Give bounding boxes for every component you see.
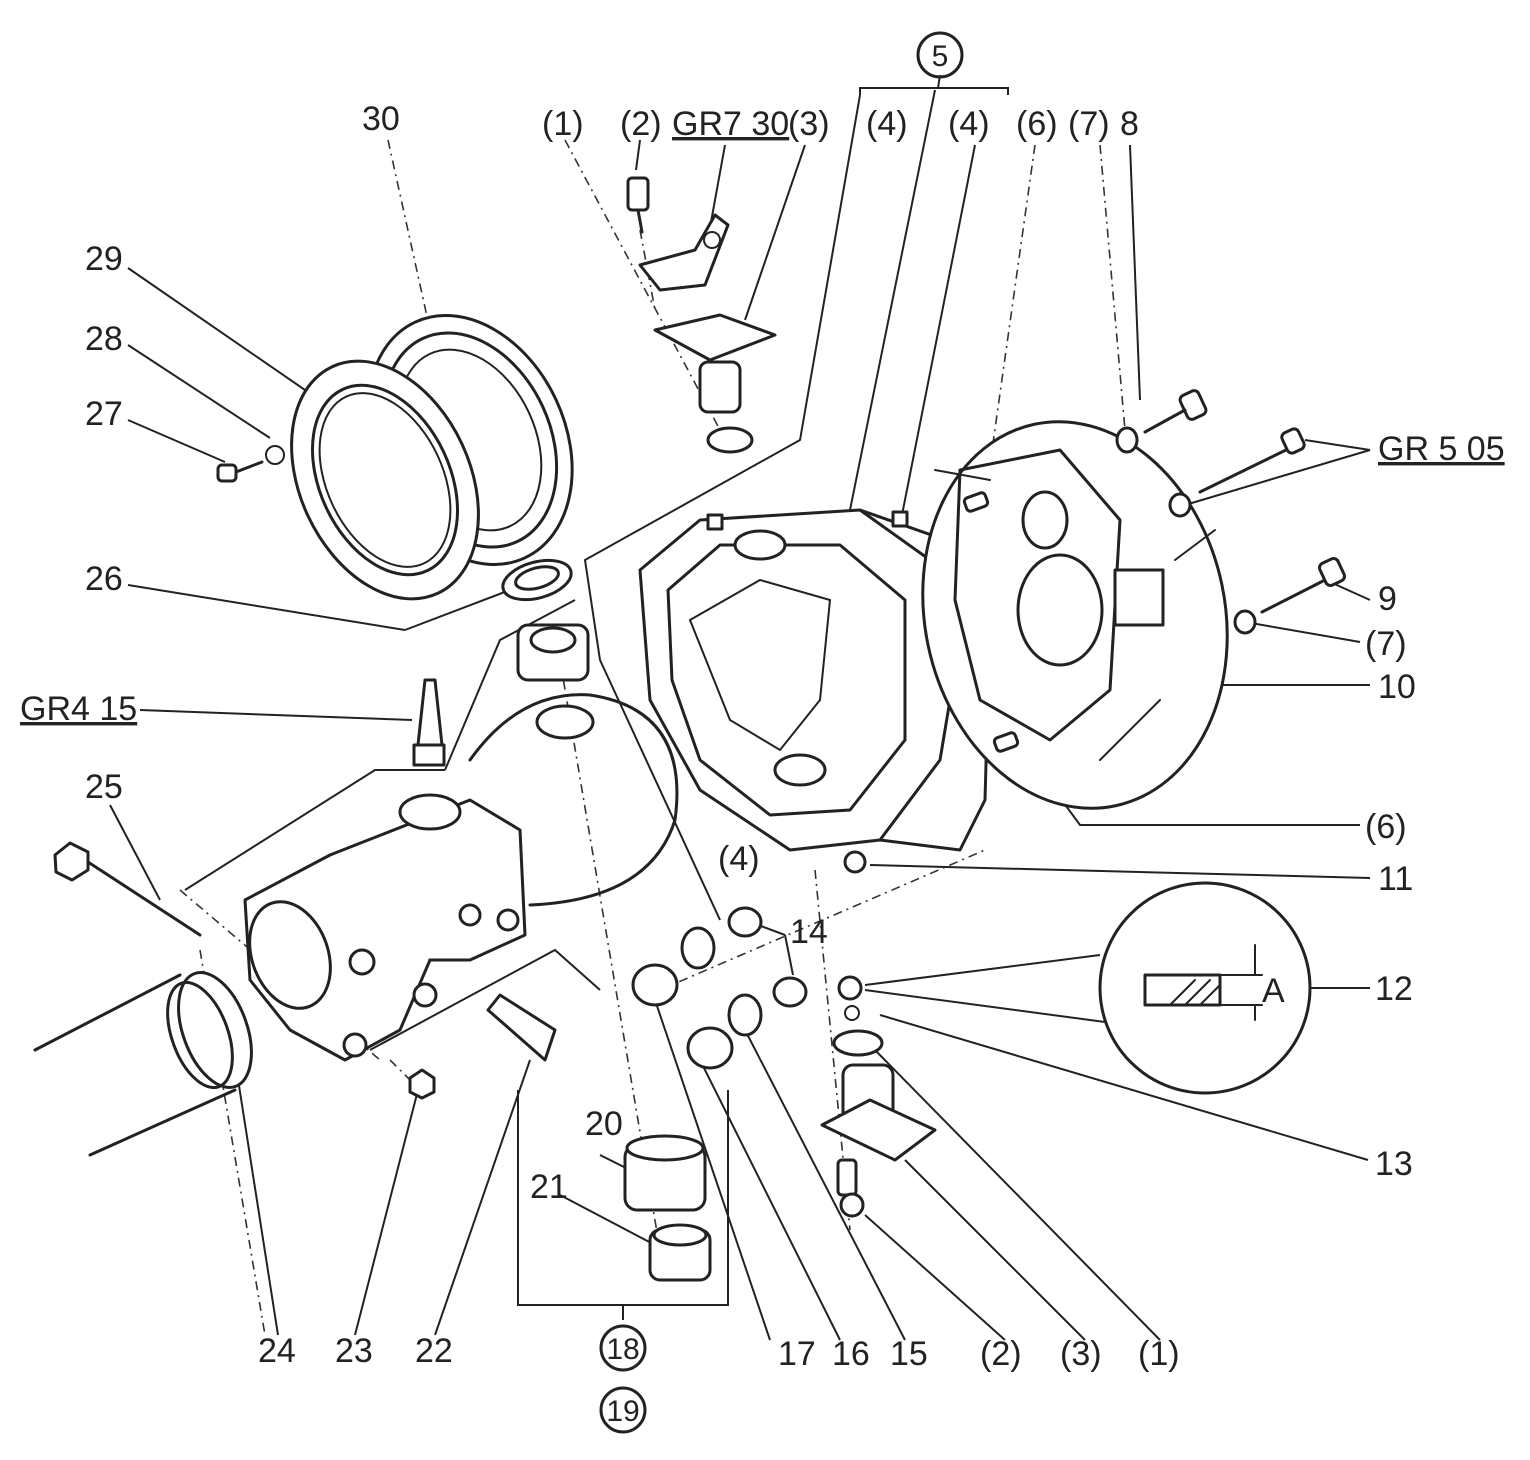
label-14: 14 <box>790 913 828 951</box>
label-29: 29 <box>85 240 123 278</box>
label-12: 12 <box>1375 970 1413 1008</box>
flange-ring-29 <box>290 359 480 601</box>
back-plate-10 <box>921 420 1229 810</box>
label-30: 30 <box>362 100 400 138</box>
label-1-top: (1) <box>542 105 584 143</box>
label-group-18: 18 <box>606 1333 639 1366</box>
plugs-and-springs <box>631 906 808 1070</box>
label-15: 15 <box>890 1335 928 1373</box>
label-2-bottom: (2) <box>980 1335 1022 1373</box>
label-detail-a: A <box>1262 972 1285 1010</box>
label-23: 23 <box>335 1332 373 1370</box>
top-valve-assembly <box>626 176 777 454</box>
label-gr7-30: GR7 30 <box>672 105 789 143</box>
label-9: 9 <box>1378 580 1397 618</box>
o-ring-26 <box>501 558 573 602</box>
label-16: 16 <box>832 1335 870 1373</box>
label-13: 13 <box>1375 1145 1413 1183</box>
label-6-top: (6) <box>1016 105 1058 143</box>
leader-lines <box>109 74 1371 1341</box>
label-4-mid: (4) <box>718 840 760 878</box>
label-group-19: 19 <box>606 1395 639 1428</box>
label-4-b: (4) <box>948 105 990 143</box>
bolts-right <box>962 389 1346 753</box>
label-21: 21 <box>530 1168 568 1206</box>
label-11: 11 <box>1378 860 1413 898</box>
label-2-top: (2) <box>620 105 662 143</box>
suction-inlet <box>243 623 679 1062</box>
label-7-top: (7) <box>1068 105 1110 143</box>
label-4-a: (4) <box>866 105 908 143</box>
label-28: 28 <box>85 320 123 358</box>
label-20: 20 <box>585 1105 623 1143</box>
label-1-bottom: (1) <box>1138 1335 1180 1373</box>
label-17: 17 <box>778 1335 816 1373</box>
lower-valve-assembly <box>820 975 937 1218</box>
label-24: 24 <box>258 1332 296 1370</box>
pipe-and-bolt <box>33 841 436 1157</box>
label-22: 22 <box>415 1332 453 1370</box>
label-8: 8 <box>1120 105 1139 143</box>
pump-casing <box>638 508 992 874</box>
label-10: 10 <box>1378 668 1416 706</box>
label-3-bottom: (3) <box>1060 1335 1102 1373</box>
screw-27 <box>216 445 285 483</box>
label-25: 25 <box>85 768 123 806</box>
detail-circle-12 <box>1098 881 1312 1095</box>
bottom-plug-20-21 <box>623 1134 712 1282</box>
label-7-right: (7) <box>1365 625 1407 663</box>
label-gr4-15: GR4 15 <box>20 690 137 728</box>
label-3-top: (3) <box>788 105 830 143</box>
label-6-right: (6) <box>1365 808 1407 846</box>
label-26: 26 <box>85 560 123 598</box>
bolt-22 <box>486 993 557 1062</box>
part-labels: 5 30 (1) (2) GR7 30 (3) (4) (4) (6) (7) … <box>20 40 1505 1428</box>
label-27: 27 <box>85 395 123 433</box>
label-group-5: 5 <box>932 40 949 73</box>
circled-group-markers <box>599 31 964 1434</box>
label-gr5-05: GR 5 05 <box>1378 430 1505 468</box>
